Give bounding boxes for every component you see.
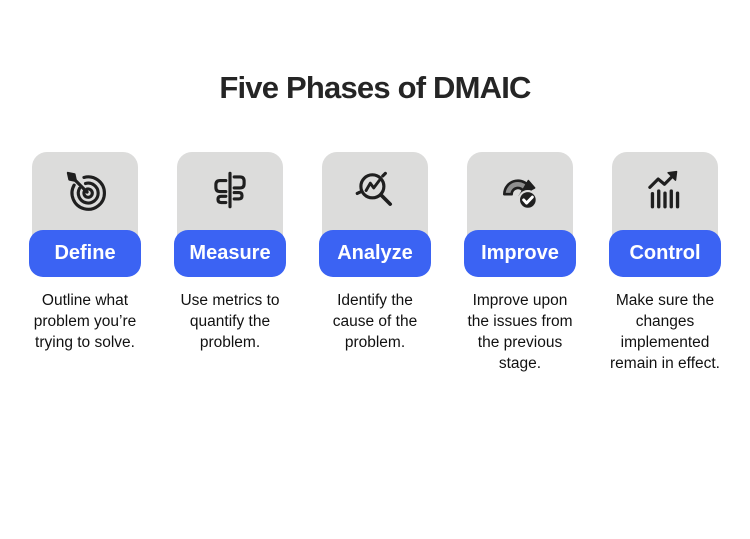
phase-measure: Measure Use metrics to quantify the prob… [165, 152, 295, 374]
page-title: Five Phases of DMAIC [219, 70, 531, 105]
phase-control: Control Make sure the changes implemente… [600, 152, 730, 374]
improve-button[interactable]: Improve [464, 230, 576, 277]
gauge-checkmark-icon [497, 167, 543, 213]
phase-control-description: Make sure the changes implemented remain… [610, 292, 720, 372]
analyze-button[interactable]: Analyze [319, 230, 431, 277]
phase-measure-description: Use metrics to quantify the problem. [180, 292, 280, 351]
measure-button[interactable]: Measure [174, 230, 286, 277]
define-button[interactable]: Define [29, 230, 141, 277]
phases-row: Define Outline what problem you’re tryin… [0, 152, 750, 374]
control-button[interactable]: Control [609, 230, 721, 277]
calipers-measure-icon [207, 167, 253, 213]
bar-chart-arrow-icon [642, 167, 688, 213]
phase-define: Define Outline what problem you’re tryin… [20, 152, 150, 374]
target-dartboard-icon [62, 167, 108, 213]
phase-analyze-description: Identify the cause of the problem. [332, 292, 418, 351]
magnifier-chart-icon [352, 167, 398, 213]
phase-define-description: Outline what problem you’re trying to so… [33, 292, 137, 351]
phase-improve-description: Improve upon the issues from the previou… [467, 292, 573, 372]
phase-analyze: Analyze Identify the cause of the proble… [310, 152, 440, 374]
phase-improve: Improve Improve upon the issues from the… [455, 152, 585, 374]
